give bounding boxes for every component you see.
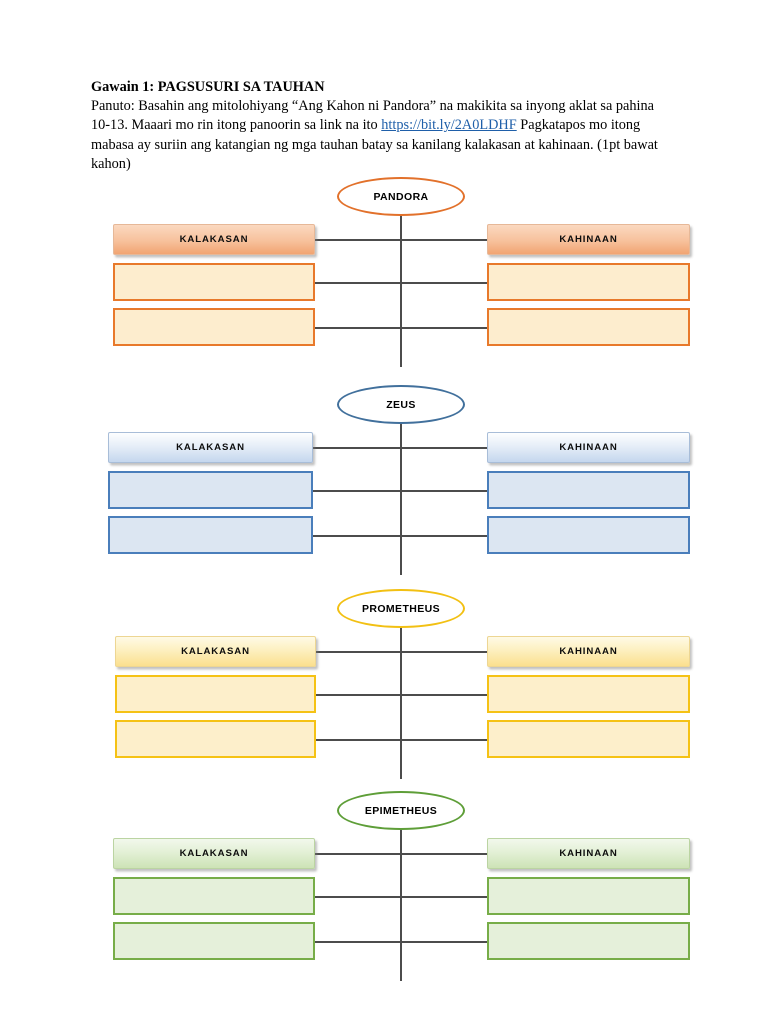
strength-header: KALAKASAN <box>115 636 316 667</box>
row-connector-2 <box>313 535 487 537</box>
strength-answer-box-2[interactable] <box>115 720 316 758</box>
weakness-header: KAHINAAN <box>487 838 690 869</box>
weakness-header-label: KAHINAAN <box>559 848 618 859</box>
row-connector-header <box>316 651 487 653</box>
strength-answer-box-2[interactable] <box>113 308 315 346</box>
strength-answer-box-1[interactable] <box>113 263 315 301</box>
row-connector-2 <box>316 739 487 741</box>
row-connector-2 <box>315 327 487 329</box>
character-name-ellipse: PROMETHEUS <box>337 589 465 628</box>
row-connector-header <box>313 447 487 449</box>
worksheet-instructions: Gawain 1: PAGSUSURI SA TAUHAN Panuto: Ba… <box>91 78 676 174</box>
strength-header: KALAKASAN <box>108 432 313 463</box>
row-connector-header <box>315 853 487 855</box>
character-name-label: ZEUS <box>386 398 416 411</box>
row-connector-header <box>315 239 487 241</box>
weakness-answer-box-1[interactable] <box>487 263 690 301</box>
page-title: Gawain 1: PAGSUSURI SA TAUHAN <box>91 79 325 95</box>
trunk-connector <box>400 424 402 575</box>
weakness-header-label: KAHINAAN <box>559 442 618 453</box>
character-chart-epimetheus: EPIMETHEUS KALAKASAN KAHINAAN <box>0 791 768 981</box>
strength-header: KALAKASAN <box>113 838 315 869</box>
weakness-answer-box-2[interactable] <box>487 308 690 346</box>
row-connector-1 <box>316 694 487 696</box>
instruction-text: Panuto: Basahin ang mitolohiyang “Ang Ka… <box>91 97 676 174</box>
character-name-ellipse: PANDORA <box>337 177 465 216</box>
trunk-connector <box>400 216 402 367</box>
weakness-header: KAHINAAN <box>487 432 690 463</box>
character-chart-prometheus: PROMETHEUS KALAKASAN KAHINAAN <box>0 589 768 779</box>
weakness-header-label: KAHINAAN <box>559 646 618 657</box>
weakness-answer-box-1[interactable] <box>487 471 690 509</box>
trunk-connector <box>400 830 402 981</box>
weakness-answer-box-2[interactable] <box>487 720 690 758</box>
row-connector-1 <box>315 282 487 284</box>
instruction-text-part2: Pagkatapos mo itong mabasa ay suriin ang… <box>91 117 658 172</box>
character-name-label: EPIMETHEUS <box>364 804 438 817</box>
weakness-header-label: KAHINAAN <box>559 234 618 245</box>
strength-answer-box-1[interactable] <box>113 877 315 915</box>
character-chart-pandora: PANDORA KALAKASAN KAHINAAN <box>0 177 768 367</box>
character-chart-zeus: ZEUS KALAKASAN KAHINAAN <box>0 385 768 575</box>
row-connector-1 <box>315 896 487 898</box>
strength-header-label: KALAKASAN <box>179 234 249 245</box>
weakness-answer-box-1[interactable] <box>487 877 690 915</box>
character-name-label: PROMETHEUS <box>361 602 441 615</box>
instruction-text-part1: Panuto: Basahin ang mitolohiyang “Ang Ka… <box>91 98 655 134</box>
weakness-header: KAHINAAN <box>487 224 690 255</box>
weakness-answer-box-2[interactable] <box>487 516 690 554</box>
row-connector-1 <box>313 490 487 492</box>
character-name-label: PANDORA <box>373 190 429 203</box>
trunk-connector <box>400 628 402 779</box>
strength-header-label: KALAKASAN <box>179 848 249 859</box>
strength-answer-box-2[interactable] <box>108 516 313 554</box>
source-link[interactable]: https://bit.ly/2A0LDHF <box>381 117 517 134</box>
weakness-header: KAHINAAN <box>487 636 690 667</box>
strength-answer-box-1[interactable] <box>108 471 313 509</box>
strength-header-label: KALAKASAN <box>181 646 250 657</box>
weakness-answer-box-1[interactable] <box>487 675 690 713</box>
strength-answer-box-1[interactable] <box>115 675 316 713</box>
weakness-answer-box-2[interactable] <box>487 922 690 960</box>
character-name-ellipse: EPIMETHEUS <box>337 791 465 830</box>
strength-answer-box-2[interactable] <box>113 922 315 960</box>
strength-header-label: KALAKASAN <box>176 442 245 453</box>
character-name-ellipse: ZEUS <box>337 385 465 424</box>
strength-header: KALAKASAN <box>113 224 315 255</box>
row-connector-2 <box>315 941 487 943</box>
